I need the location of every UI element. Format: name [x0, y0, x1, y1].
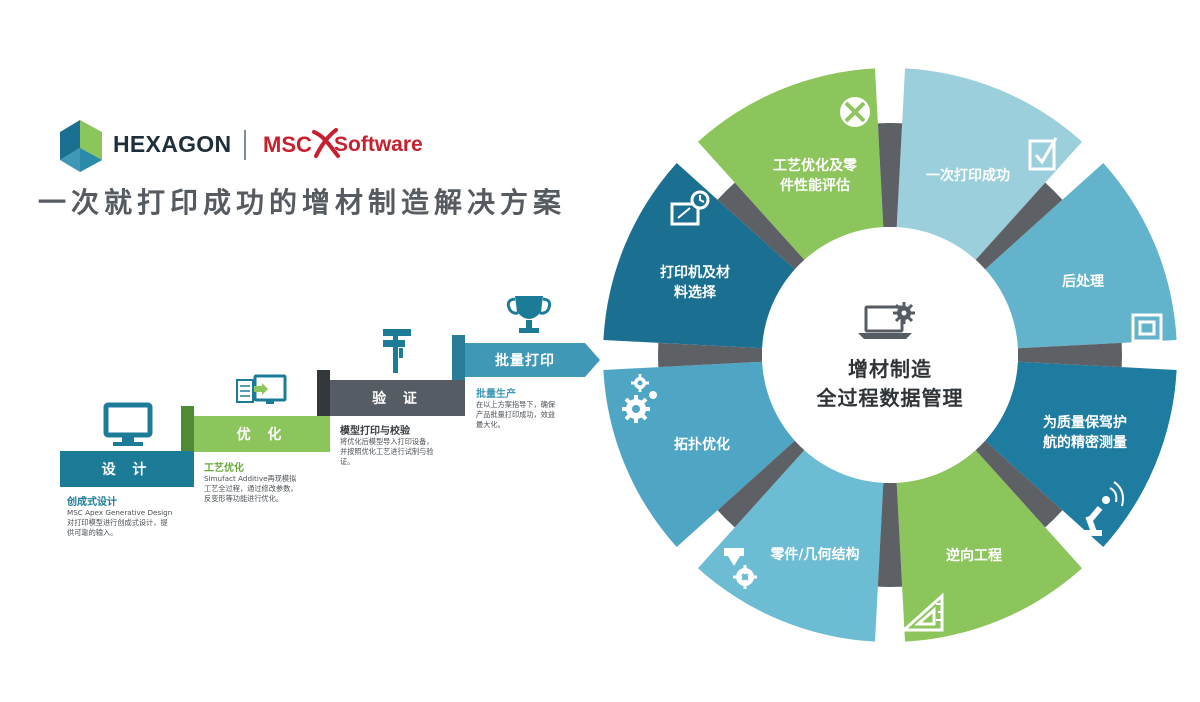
step-fold-verify	[317, 370, 330, 416]
brand-name: HEXAGON	[113, 131, 232, 157]
step-label-optimize: 优 化	[236, 427, 288, 443]
segment-label-line: 拓扑优化	[674, 437, 730, 453]
monitor-icon	[103, 402, 153, 446]
segment-label-line: 航的精密测量	[1043, 435, 1127, 451]
segment-label-line: 件性能评估	[780, 178, 850, 194]
wheel-divider	[657, 342, 763, 368]
wheel-segment	[603, 361, 795, 548]
msc-x-swoosh-icon	[312, 128, 340, 158]
step-desc-line: 产品批量打印成功，效益	[476, 410, 556, 419]
step-bar-batch	[465, 343, 600, 377]
segment-label-print-success: 一次打印成功	[926, 166, 1010, 186]
wheel-segment	[985, 162, 1177, 349]
segment-label-measurement: 为质量保驾护 航的精密测量	[1043, 413, 1127, 453]
step-desc-batch: 批量生产 在以上方案指导下，确保 产品批量打印成功，效益 最大化。	[476, 385, 591, 430]
step-heading: 模型打印与校验	[340, 426, 410, 437]
segment-label-post-processing: 后处理	[1062, 272, 1104, 292]
step-desc-line: 供可靠的输入。	[67, 528, 118, 537]
wheel-center	[762, 227, 1018, 483]
step-fold-optimize	[181, 406, 194, 451]
wheel-dividers	[657, 122, 1122, 587]
segment-label-line: 零件/几何结构	[770, 547, 860, 563]
staircase-diagram	[60, 296, 600, 487]
triangle-ruler-icon	[900, 592, 944, 632]
step-label-verify: 验 证	[372, 391, 423, 407]
segment-label-reverse-engineering: 逆向工程	[946, 546, 1002, 566]
step-heading: 创成式设计	[67, 497, 117, 508]
segment-label-printer-material: 打印机及材 料选择	[660, 263, 730, 303]
step-desc-line: 对打印模型进行创成式设计，提	[67, 518, 168, 527]
wheel-segments	[603, 68, 1177, 642]
segment-label-topology: 拓扑优化	[674, 435, 730, 455]
wheel-segment	[697, 68, 884, 260]
checklist-icon	[1028, 137, 1058, 171]
wheel-divider	[717, 440, 805, 528]
nozzle-gear-icon	[724, 548, 757, 589]
segment-label-process-optimization: 工艺优化及零 件性能评估	[773, 156, 857, 196]
hexagon-logo	[60, 120, 102, 172]
brand2-msc: MSC	[263, 132, 312, 157]
page-title: 一次就打印成功的增材制造解决方案	[38, 186, 567, 219]
segment-label-line: 料选择	[674, 285, 716, 301]
wrench-hammer-icon	[840, 97, 870, 127]
wheel-divider	[1017, 342, 1122, 368]
step-bar-optimize	[194, 416, 330, 452]
segment-label-line: 打印机及材	[660, 265, 730, 281]
step-bar-verify	[330, 380, 465, 416]
center-label-line1: 增材制造	[848, 357, 932, 381]
step-label-batch: 批量打印	[495, 353, 555, 369]
gears-icon	[622, 374, 657, 423]
wheel-divider	[877, 482, 903, 587]
wheel-segment	[697, 450, 884, 642]
wheel-segment	[896, 68, 1083, 260]
step-desc-line: 证。	[340, 457, 355, 466]
step-heading: 工艺优化	[204, 463, 244, 474]
step-label-design: 设 计	[101, 462, 153, 478]
wheel-divider	[717, 182, 805, 270]
step-desc-line: MSC Apex Generative Design	[67, 508, 173, 517]
center-label-line2: 全过程数据管理	[816, 386, 964, 410]
step-desc-line: 反变形等功能进行优化。	[204, 494, 284, 503]
laptop-gear-icon	[858, 302, 915, 339]
step-desc-design: 创成式设计 MSC Apex Generative Design 对打印模型进行…	[67, 493, 195, 538]
step-heading: 批量生产	[476, 389, 516, 400]
segment-label-line: 工艺优化及零	[773, 158, 857, 174]
wheel-divider	[975, 440, 1063, 528]
caliper-icon	[383, 329, 411, 373]
robot-arm-icon	[1080, 481, 1124, 536]
wheel-divider	[975, 182, 1063, 270]
segment-label-part-geometry: 零件/几何结构	[770, 545, 859, 565]
step-desc-optimize: 工艺优化 Simufact Additive再现模拟 工艺全过程，通过修改参数，…	[204, 459, 328, 504]
wheel-divider	[877, 122, 903, 228]
segment-label-line: 逆向工程	[946, 548, 1002, 564]
step-desc-line: 在以上方案指导下，确保	[476, 400, 556, 409]
wheel-segment	[985, 361, 1177, 548]
segment-label-line: 为质量保驾护	[1043, 415, 1127, 431]
step-desc-line: 并按照优化工艺进行试制与验	[340, 447, 434, 456]
step-desc-line: 最大化。	[476, 420, 505, 429]
step-desc-verify: 模型打印与校验 将优化后模型导入打印设备， 并按照优化工艺进行试制与验 证。	[340, 422, 464, 467]
printer-clock-icon	[670, 190, 710, 226]
step-desc-line: 将优化后模型导入打印设备，	[340, 437, 434, 446]
wheel-segment	[603, 162, 795, 349]
screen-document-icon	[236, 374, 287, 404]
segment-label-line: 后处理	[1062, 274, 1104, 290]
segment-label-line: 一次打印成功	[926, 168, 1010, 184]
brand2-software: Software	[334, 133, 423, 156]
step-desc-line: Simufact Additive再现模拟	[204, 474, 297, 483]
step-bar-design	[60, 451, 194, 487]
logo-divider	[244, 130, 246, 160]
step-fold-batch	[452, 335, 465, 380]
frame-icon	[1131, 313, 1163, 343]
step-desc-line: 工艺全过程，通过修改参数，	[204, 484, 298, 493]
trophy-icon	[506, 296, 552, 333]
